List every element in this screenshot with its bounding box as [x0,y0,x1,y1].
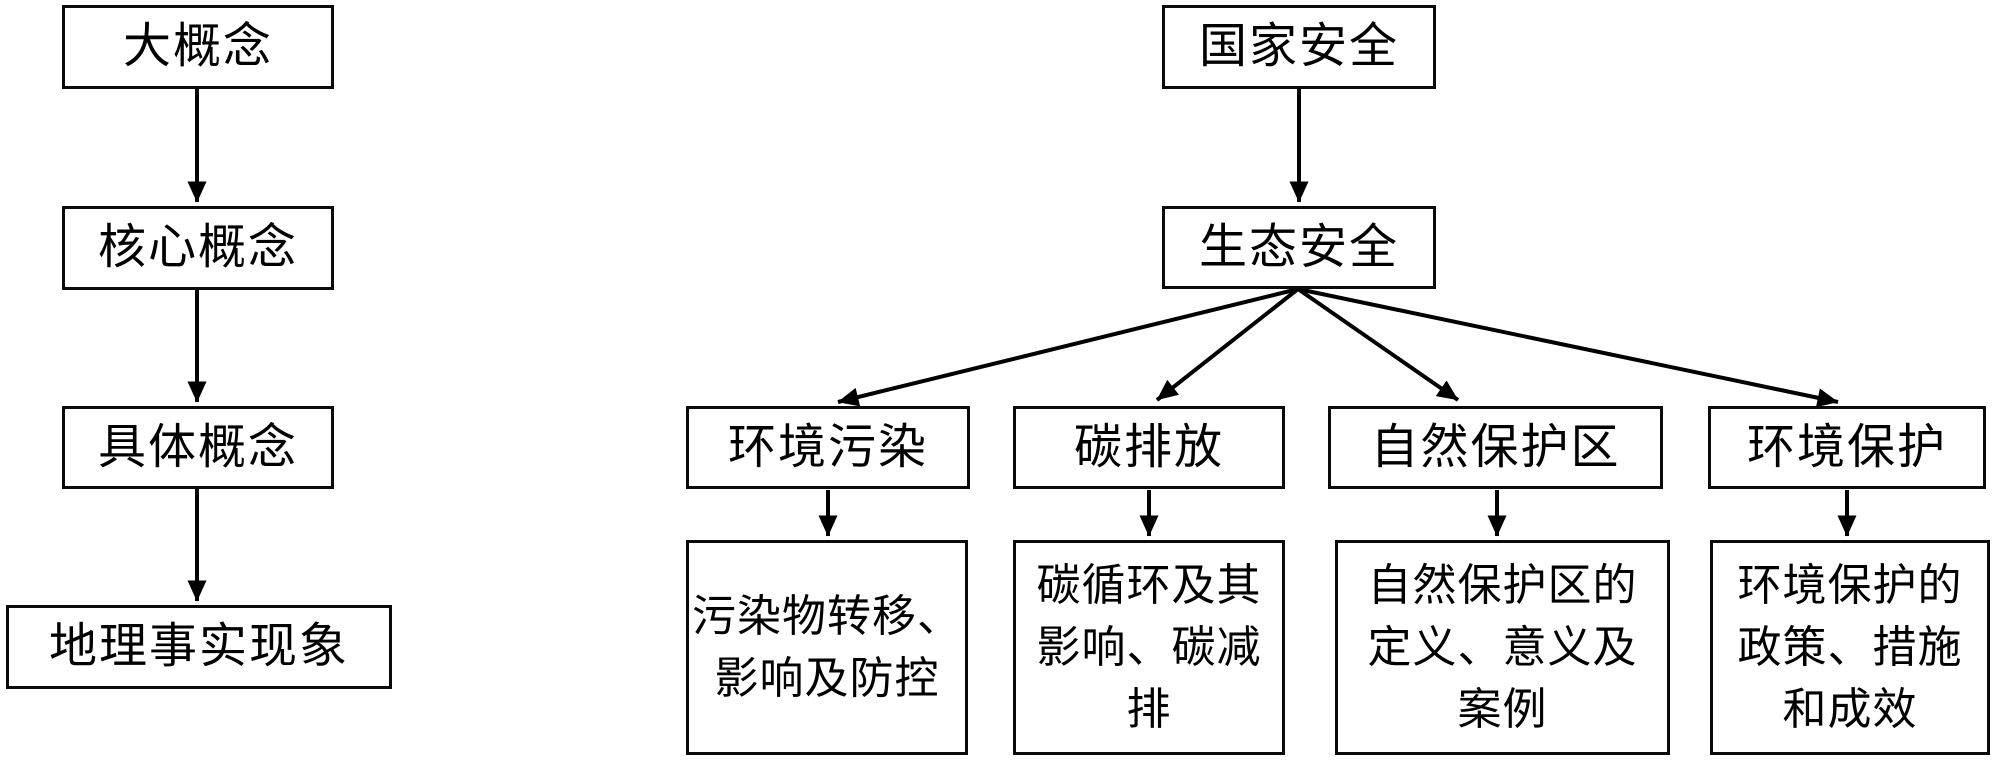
arrow-eco-to-carbon [1155,287,1300,402]
branch-nature-reserve: 自然保护区 [1328,406,1663,489]
detail-carbon-emissions: 碳循环及其 影响、碳减 排 [1013,540,1285,755]
node-core-concept: 核心概念 [62,206,334,290]
detail-nature-reserve: 自然保护区的 定义、意义及 案例 [1335,540,1670,755]
node-geographic-fact-phenomena: 地理事实现象 [6,605,392,689]
node-big-concept: 大概念 [62,5,334,89]
node-specific-concept: 具体概念 [62,406,334,489]
node-ecological-security: 生态安全 [1162,206,1436,289]
branch-environmental-pollution: 环境污染 [686,406,970,489]
arrow-eco-to-protection [1297,287,1839,408]
branch-environmental-protection: 环境保护 [1708,406,1986,489]
arrow-eco-to-pollution [837,287,1299,407]
detail-environmental-pollution: 污染物转移、 影响及防控 [686,540,968,755]
detail-environmental-protection: 环境保护的 政策、措施 和成效 [1710,540,1990,755]
node-national-security: 国家安全 [1162,5,1436,89]
branch-carbon-emissions: 碳排放 [1013,406,1285,489]
arrow-eco-to-reserve [1296,287,1460,402]
